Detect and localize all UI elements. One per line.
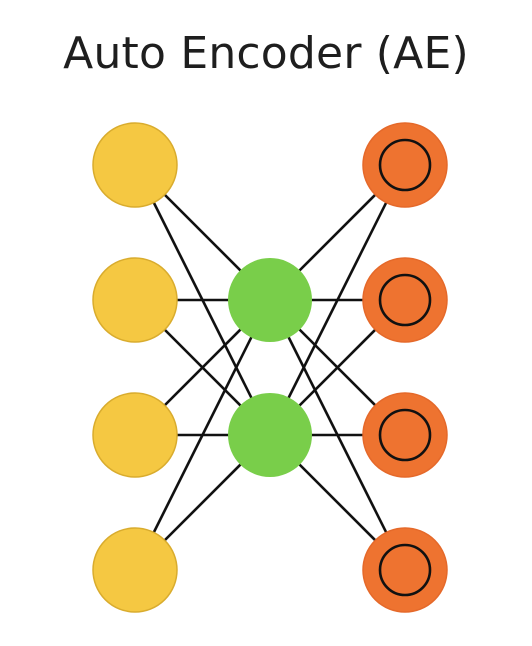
input-node-4 — [92, 527, 178, 613]
output-node-3-ring — [378, 408, 432, 462]
edge-hidden-2-output-1 — [268, 164, 407, 436]
network-nodes — [92, 122, 448, 613]
connection-lines — [133, 164, 407, 571]
output-node-4 — [362, 527, 448, 613]
input-node-3 — [92, 392, 178, 478]
output-node-3 — [362, 392, 448, 478]
output-node-1-ring — [378, 138, 432, 192]
input-node-1 — [92, 122, 178, 208]
input-node-2 — [92, 257, 178, 343]
output-node-2 — [362, 257, 448, 343]
hidden-node-1 — [228, 258, 312, 342]
output-node-4-ring — [378, 543, 432, 597]
output-node-1 — [362, 122, 448, 208]
hidden-node-2 — [228, 393, 312, 477]
edge-input-4-hidden-1 — [133, 299, 272, 571]
output-node-2-ring — [378, 273, 432, 327]
diagram-title: Auto Encoder (AE) — [63, 28, 469, 79]
